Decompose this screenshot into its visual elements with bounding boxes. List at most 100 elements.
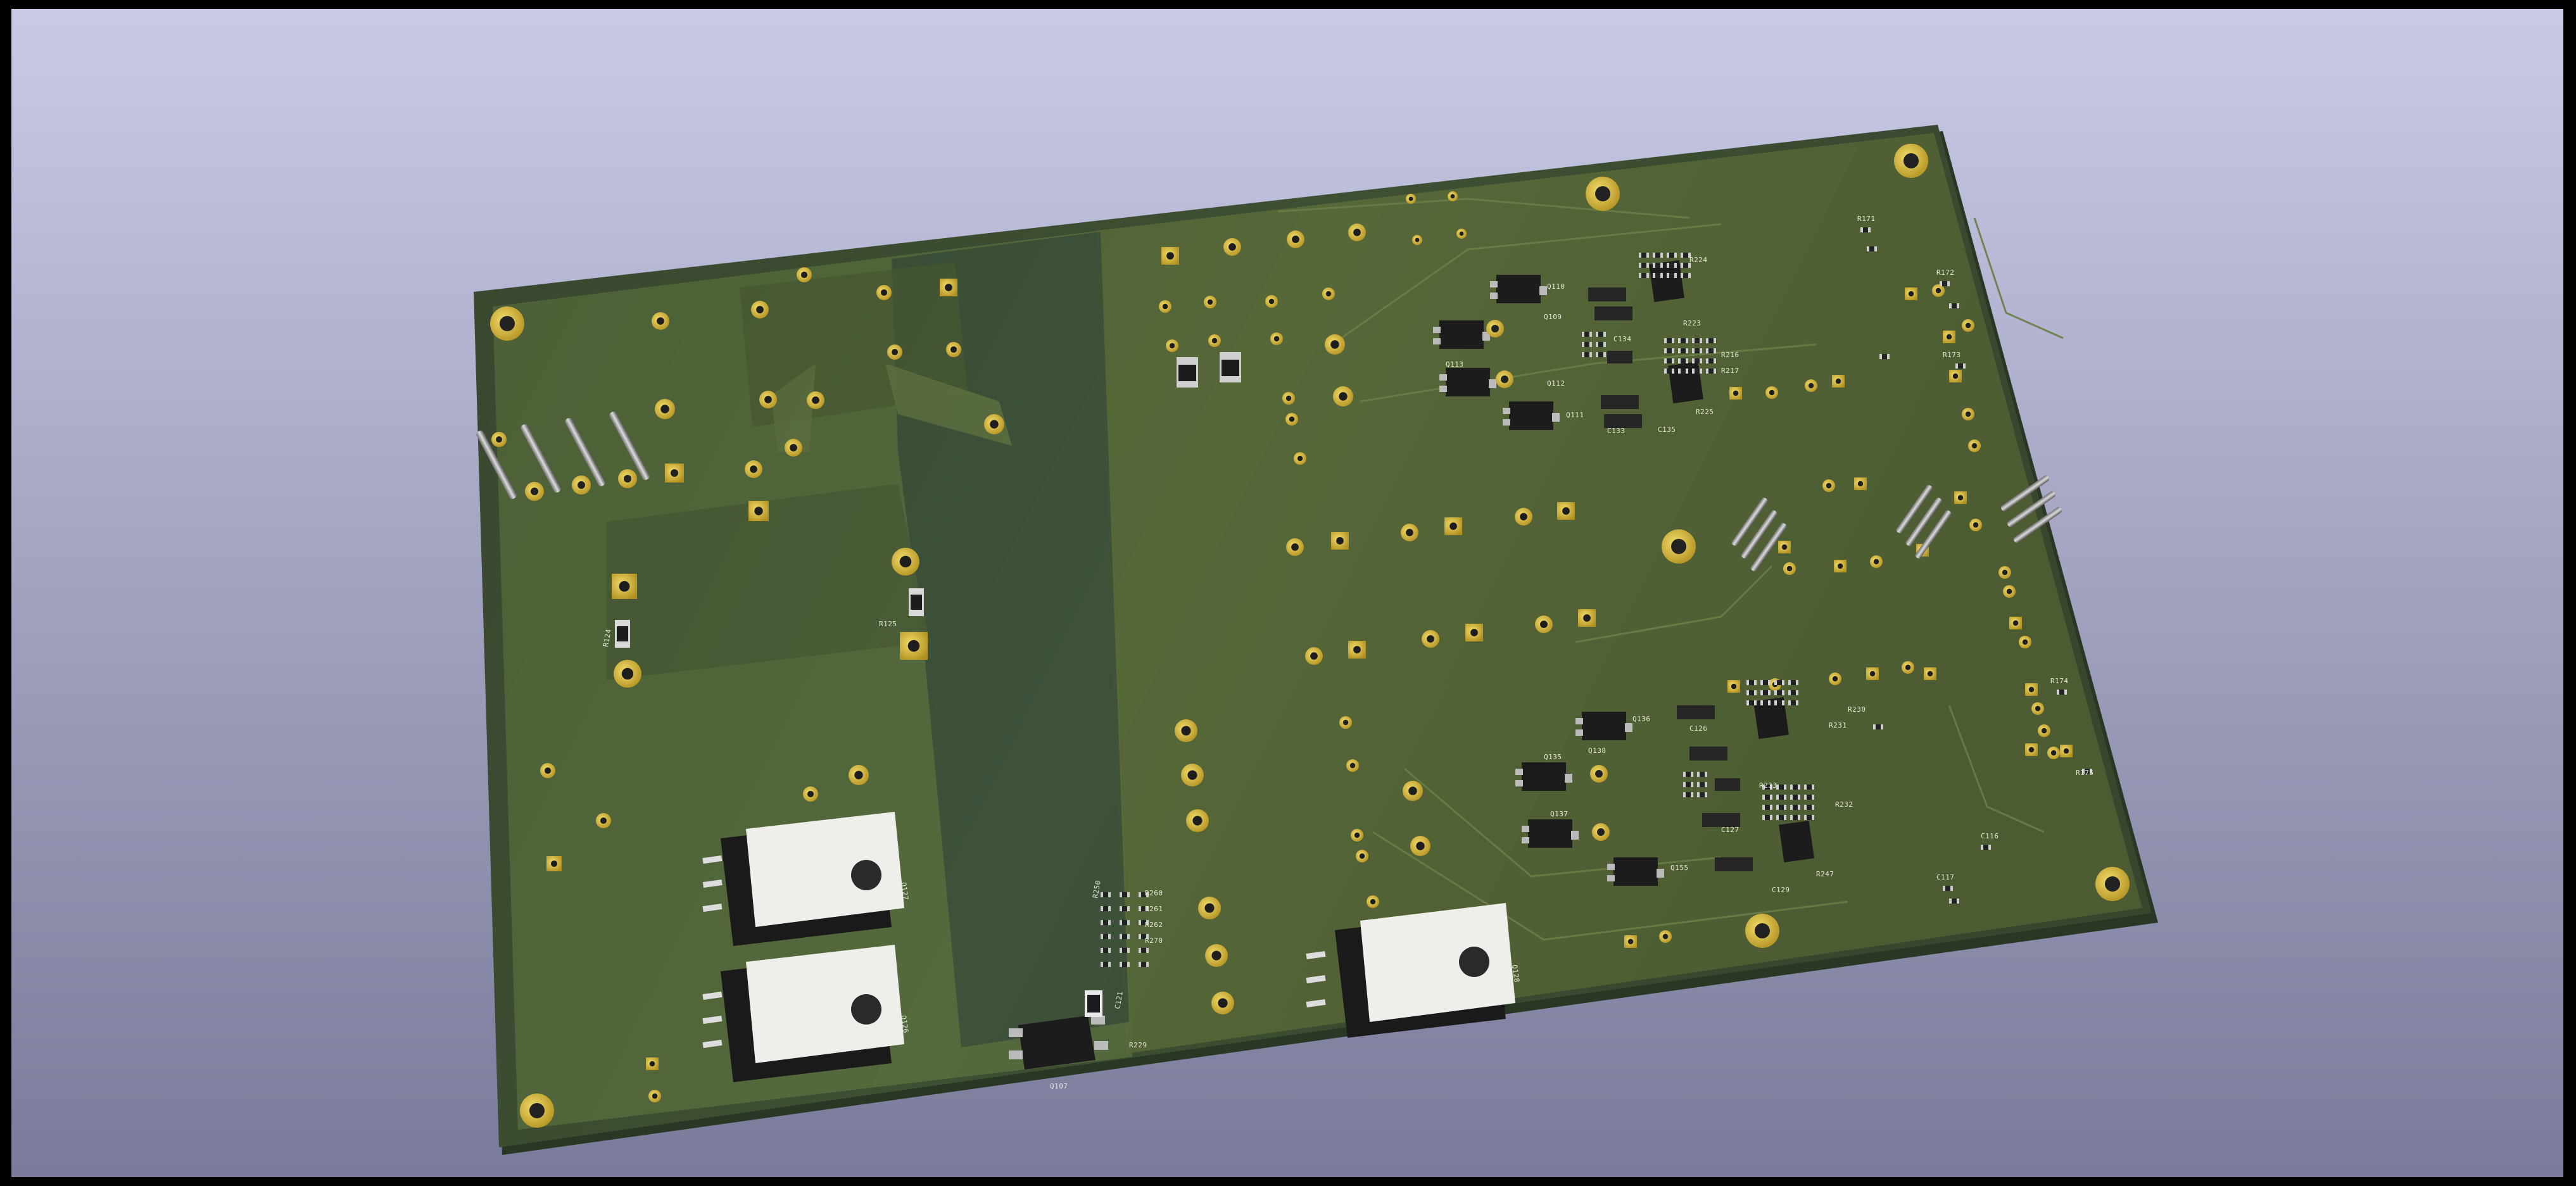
pad <box>1285 413 1298 426</box>
pad <box>1333 386 1353 407</box>
mounting-hole <box>1586 177 1620 211</box>
pad <box>1181 764 1204 786</box>
pad <box>1778 541 1791 553</box>
ref-c133: C133 <box>1607 427 1626 435</box>
pad <box>1348 641 1366 659</box>
pad <box>751 301 769 319</box>
pad <box>900 632 928 660</box>
mosfet-q126[interactable]: Q126 <box>702 945 910 1082</box>
pad <box>1166 339 1178 352</box>
pad <box>1325 334 1345 355</box>
pcb-3d-viewport[interactable]: Q127 Q126 Q128 Q107 R124 R125 <box>11 9 2563 1177</box>
pad <box>1557 502 1575 520</box>
mosfet-q128[interactable]: Q128 <box>1306 903 1521 1038</box>
pad <box>1624 935 1637 948</box>
pad <box>1535 615 1553 633</box>
pad <box>1924 667 1936 680</box>
pad <box>1659 930 1672 943</box>
ref-q127: Q127 <box>899 882 910 901</box>
ref-r270: R270 <box>1145 937 1163 945</box>
pad <box>1998 566 2011 579</box>
mosfet-q127[interactable]: Q127 <box>702 812 910 946</box>
shunt-r124[interactable]: R124 <box>602 620 630 648</box>
pad <box>648 1090 661 1102</box>
pad <box>596 813 611 828</box>
ref-r229: R229 <box>1129 1041 1147 1049</box>
ref-r125: R125 <box>879 620 897 628</box>
sot-packages <box>1515 712 1664 886</box>
pad <box>1331 532 1349 550</box>
pad <box>1282 392 1295 405</box>
pad <box>807 391 824 409</box>
pad <box>1444 517 1462 535</box>
pin-header-right <box>1731 475 2062 572</box>
ref-q137: Q137 <box>1550 810 1569 818</box>
ref-r225: R225 <box>1696 408 1714 416</box>
pad <box>1270 332 1283 345</box>
ref-r172: R172 <box>1936 268 1955 277</box>
pad <box>1805 379 1817 392</box>
ref-r230: R230 <box>1848 705 1866 714</box>
ref-r174: R174 <box>2050 677 2069 685</box>
mounting-hole <box>520 1094 554 1128</box>
pad <box>946 342 961 357</box>
smd-cluster-bottom[interactable]: R250 R260 R261 R262 R229 R270 C121 <box>1085 880 1163 1049</box>
mounting-hole <box>1745 914 1779 948</box>
pad <box>2003 585 2016 598</box>
pad <box>2025 683 2038 696</box>
shunt-r125[interactable]: R125 <box>879 588 924 628</box>
pad <box>1265 295 1278 308</box>
pad <box>1765 386 1778 399</box>
ref-c117: C117 <box>1936 873 1955 881</box>
pad <box>887 344 902 360</box>
ref-r247: R247 <box>1816 870 1834 878</box>
ref-r216: R216 <box>1721 351 1739 359</box>
ref-r175: R175 <box>2076 769 2094 777</box>
ref-q138: Q138 <box>1588 747 1607 755</box>
edge-components[interactable]: R171 R172 R173 R174 R175 C116 C117 <box>1857 215 2094 904</box>
ref-r223: R223 <box>1683 319 1702 327</box>
pad <box>1403 781 1423 801</box>
mounting-hole <box>2095 867 2130 901</box>
mounting-hole <box>490 306 524 341</box>
pad <box>1406 194 1416 204</box>
pad <box>2038 724 2050 737</box>
smd-passives-lower <box>1683 680 1814 820</box>
pad <box>2031 702 2044 715</box>
pad <box>2025 743 2038 756</box>
bridge-q107[interactable]: Q107 <box>1009 1016 1108 1090</box>
pad <box>984 414 1004 434</box>
pad <box>1829 672 1841 685</box>
ref-r173: R173 <box>1943 351 1961 359</box>
ref-r250: R250 <box>1091 880 1102 899</box>
pad <box>1969 519 1982 531</box>
pad <box>1294 452 1306 465</box>
pad <box>1905 287 1917 300</box>
ref-c129: C129 <box>1772 886 1790 894</box>
pad <box>1161 247 1179 265</box>
pad <box>1322 287 1335 300</box>
pad <box>2047 747 2060 759</box>
pad <box>1448 191 1458 201</box>
pad <box>1204 296 1216 308</box>
gate-driver-lower[interactable]: Q136 Q135 Q137 Q138 Q155 R230 R231 R232 … <box>1515 680 1866 894</box>
pad <box>646 1057 659 1070</box>
pad <box>1456 229 1467 239</box>
smd-passives-upper <box>1582 253 1716 374</box>
pad <box>1410 836 1430 856</box>
pad <box>940 279 957 296</box>
ref-q135: Q135 <box>1544 753 1562 761</box>
pad <box>892 548 919 576</box>
gate-driver-upper[interactable]: Q110 Q109 Q113 Q112 Q111 R216 R217 R223 … <box>1433 253 1739 435</box>
ref-c116: C116 <box>1981 832 1999 840</box>
ref-q109: Q109 <box>1544 313 1562 321</box>
ref-q111: Q111 <box>1566 411 1584 419</box>
pad <box>1832 375 1845 388</box>
ref-r217: R217 <box>1721 367 1739 375</box>
driver-ics <box>1677 697 1814 871</box>
pad <box>1208 334 1221 347</box>
ref-r124: R124 <box>602 628 613 647</box>
pad <box>540 763 555 778</box>
ref-q110: Q110 <box>1547 282 1565 291</box>
pad <box>1422 630 1439 648</box>
